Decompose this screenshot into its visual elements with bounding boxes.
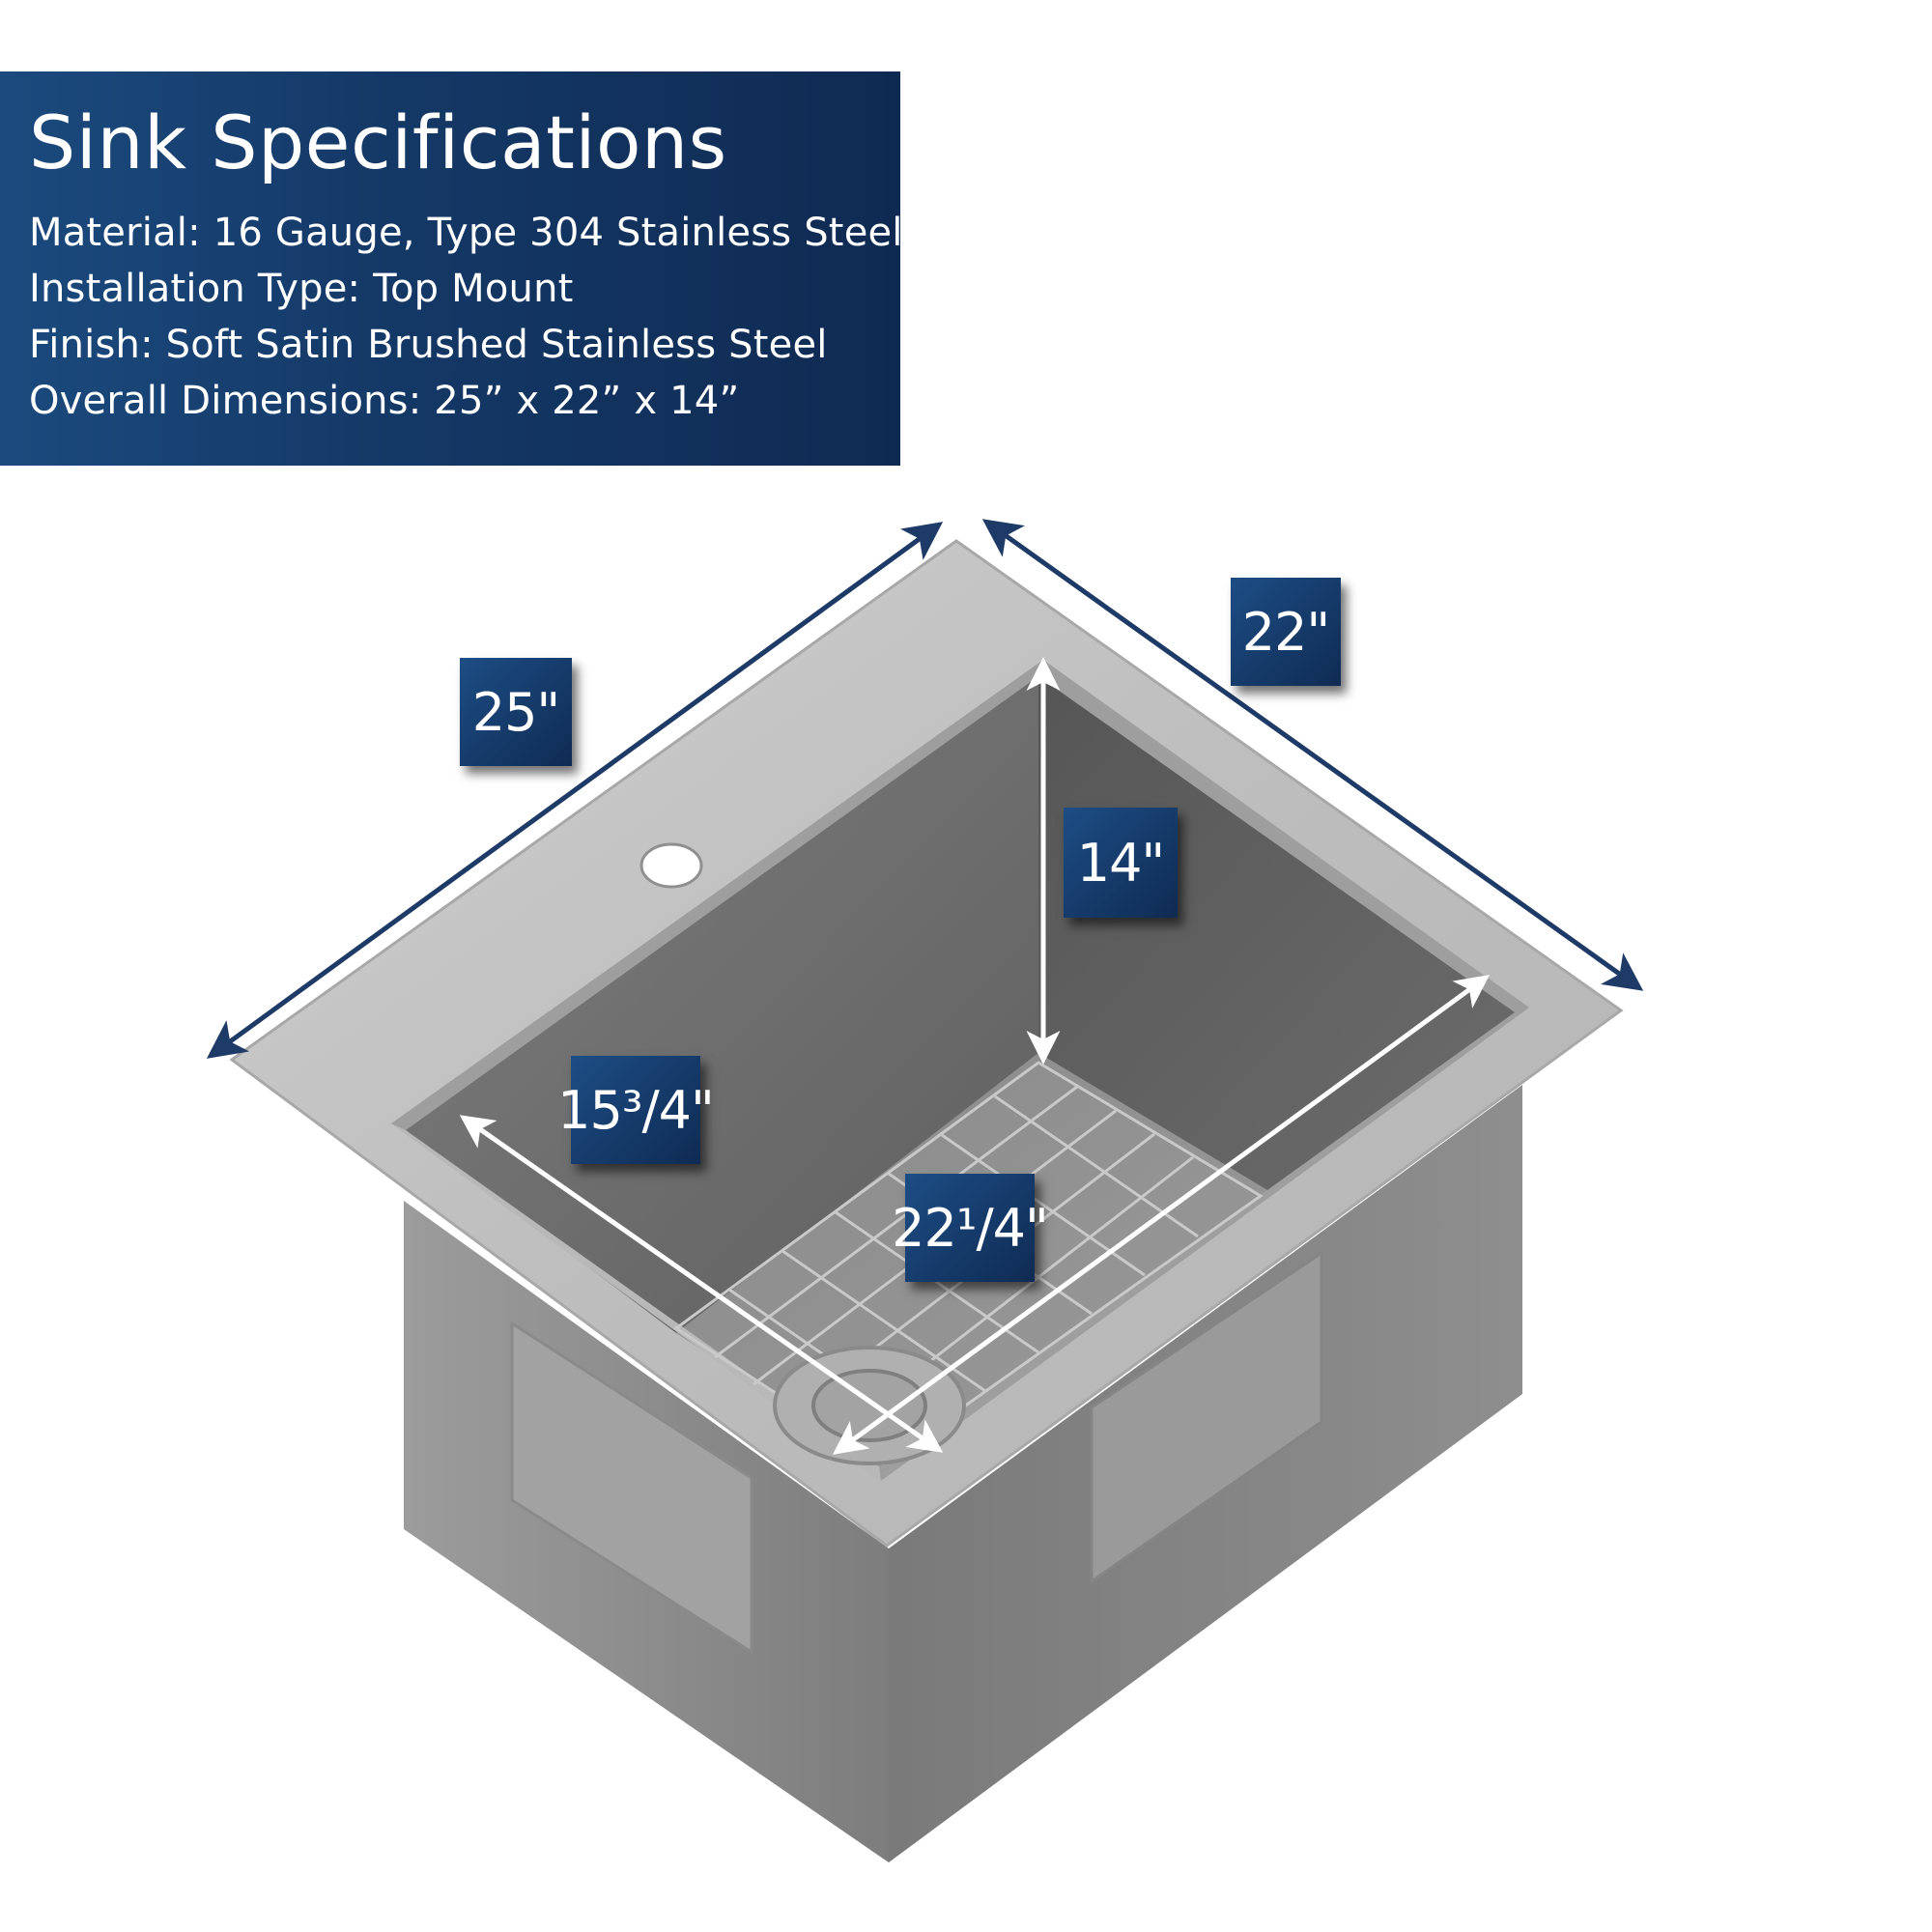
bowl-width-label: 15³/4" bbox=[557, 1056, 715, 1164]
specifications-panel: Sink Specifications Material: 16 Gauge, … bbox=[0, 71, 903, 466]
length-label: 25" bbox=[460, 658, 572, 766]
width-label: 22" bbox=[1231, 578, 1341, 686]
spec-installation-type: Installation Type: Top Mount bbox=[29, 267, 574, 311]
spec-overall-dimensions: Overall Dimensions: 25” x 22” x 14” bbox=[29, 379, 740, 423]
bowl-length-arrow bbox=[832, 975, 1491, 1455]
depth-label: 14" bbox=[1064, 808, 1178, 918]
bowl-length-label: 22¹/4" bbox=[892, 1174, 1049, 1282]
spec-finish: Finish: Soft Satin Brushed Stainless Ste… bbox=[29, 323, 828, 367]
faucet-hole bbox=[639, 842, 703, 889]
specifications-title: Sink Specifications bbox=[29, 99, 727, 185]
width-arrow bbox=[981, 519, 1644, 991]
length-arrow bbox=[206, 522, 944, 1059]
spec-material: Material: 16 Gauge, Type 304 Stainless S… bbox=[29, 211, 903, 255]
